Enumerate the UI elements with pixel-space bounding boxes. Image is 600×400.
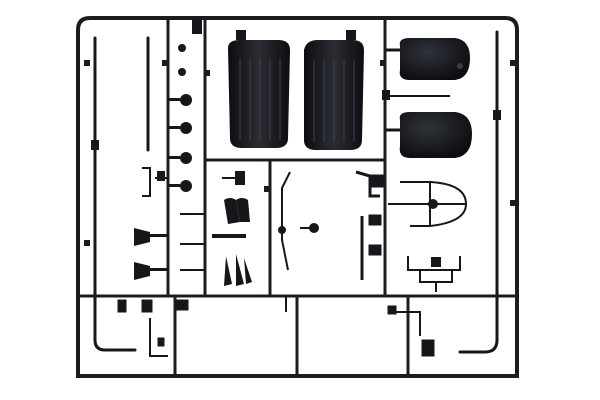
lever-bundle [212,198,252,286]
seat-back-right [304,30,364,150]
seat-cushion-bottom [382,90,472,158]
gear-linkage [222,171,319,271]
seat-back-left [228,30,290,148]
small-fittings [142,167,205,271]
sprue-gates [84,60,516,246]
bracket-part [407,256,461,292]
knob-parts [168,20,202,192]
exhaust-pipe-right [458,30,501,354]
horn-parts [134,228,168,280]
rod-parts [355,170,384,280]
exhaust-pipe-left [91,36,150,352]
seat-cushion-top [385,38,470,80]
tubular-frame [388,181,468,227]
bottom-row-parts [117,296,435,357]
